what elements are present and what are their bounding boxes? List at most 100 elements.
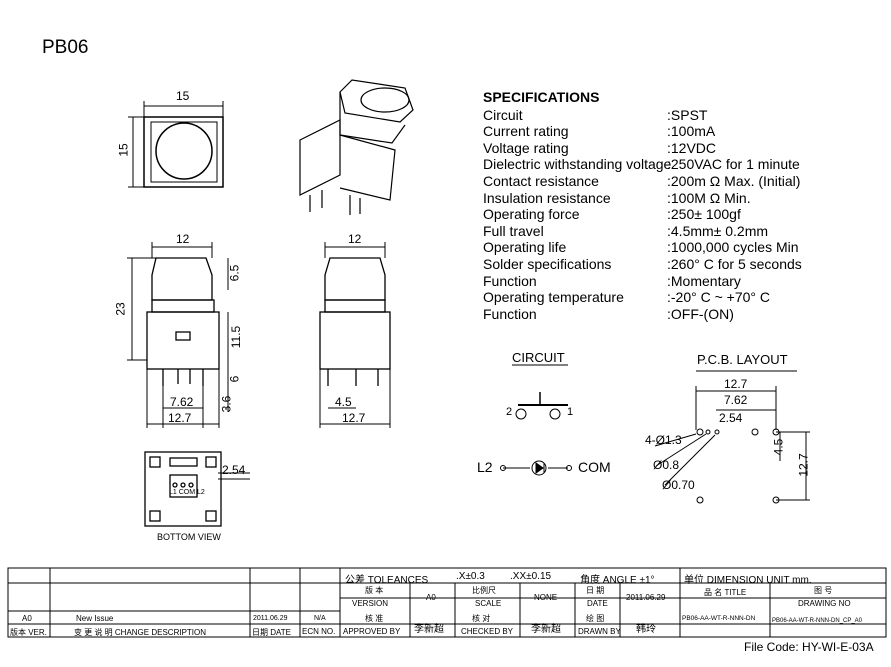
checked-cn: 核 对 (472, 614, 491, 623)
pcb-title: P.C.B. LAYOUT (697, 352, 788, 367)
rev-version: A0 (22, 614, 32, 623)
drawn-value: 韩玲 (636, 624, 656, 635)
dim-bottom-a: 2.54 (222, 463, 246, 477)
spec-key: Current rating (483, 123, 569, 140)
spec-value: :250VAC for 1 minute (667, 156, 800, 173)
dim-front-width: 12 (176, 232, 190, 246)
dim-front-c: 6 (227, 375, 242, 383)
date-value: 2011.06.29 (626, 593, 666, 602)
title-value: PB06-AA-WT-R-NNN-DN (682, 615, 756, 622)
circuit-com: COM (578, 459, 611, 475)
drawn-cn: 绘 图 (586, 614, 605, 623)
spec-key: Contact resistance (483, 172, 599, 189)
title-block (7, 567, 887, 638)
spec-key: Dielectric withstanding voltage (483, 156, 672, 173)
pcb-dim-12-7: 12.7 (724, 377, 748, 391)
date-label: DATE (587, 599, 608, 608)
spec-value: :100mA (667, 123, 716, 140)
drawing-no-cn: 图 号 (814, 586, 833, 595)
tolerance-2: .XX±0.15 (510, 571, 552, 582)
rev-description: New Issue (76, 614, 114, 623)
spec-value: :260° C for 5 seconds (667, 255, 802, 272)
spec-key: Solder specifications (483, 255, 612, 272)
spec-key: Voltage rating (483, 139, 569, 156)
pcb-dim-4-5: 4.5 (771, 438, 786, 456)
dim-side-a: 4.5 (335, 395, 352, 409)
top-view-body (143, 116, 224, 188)
tolerances-label: 公差 TOLEANCES (345, 575, 429, 586)
pcb-hole-1: 4-Ø1.3 (645, 433, 682, 447)
spec-key: Function (483, 272, 537, 289)
header-version: 版本 VER. (10, 628, 47, 637)
spec-value: :4.5mm± 0.2mm (667, 222, 769, 239)
side-view (319, 257, 391, 386)
pcb-dim-12-7-vert: 12.7 (796, 453, 811, 477)
spec-value: :SPST (667, 106, 708, 123)
drawing-no-value: PB06-AA-WT-R-NNN-DN_CP_A0 (772, 618, 863, 624)
front-view (146, 257, 220, 386)
circuit-pin2: 2 (506, 406, 513, 418)
spec-value: :200m Ω Max. (Initial) (667, 172, 801, 189)
circuit-l2: L2 (477, 459, 493, 475)
checked-value: 李新超 (531, 624, 561, 635)
scale-value: NONE (534, 593, 558, 602)
spec-value: :12VDC (667, 139, 717, 156)
dim-top-width: 15 (176, 89, 190, 103)
version-cn: 版 本 (365, 586, 384, 595)
pcb-hole-2: Ø0.8 (653, 458, 680, 472)
spec-value: :OFF-(ON) (667, 305, 734, 322)
version-label: VERSION (352, 599, 389, 608)
rev-date: 2011.06.29 (253, 615, 288, 622)
spec-value: :100M Ω Min. (667, 189, 751, 206)
spec-key: Operating force (483, 206, 580, 223)
rev-ecn: N/A (314, 615, 326, 622)
dim-front-a: 6.5 (227, 264, 242, 282)
bottom-view (144, 451, 222, 527)
file-code: File Code: HY-WI-E-03A (744, 640, 874, 654)
isometric-view (299, 79, 414, 215)
top-view-button (155, 122, 213, 180)
dim-front-b: 11.5 (229, 325, 244, 349)
approved-value: 李新超 (414, 624, 444, 635)
spec-key: Operating temperature (483, 289, 624, 306)
pcb-dim-7-62: 7.62 (724, 393, 748, 407)
angle-tolerance: 角度 ANGLE ±1° (580, 575, 655, 586)
circuit-title: CIRCUIT (512, 350, 565, 365)
checked-label: CHECKED BY (461, 627, 514, 636)
spec-value: :250± 100gf (667, 206, 741, 223)
spec-value: :-20° C ~ +70° C (667, 289, 771, 306)
version-value: A0 (426, 593, 436, 602)
spec-key: Insulation resistance (483, 189, 611, 206)
bottom-pin-labels: L1 COM L2 (169, 489, 205, 496)
top-view-inner (150, 121, 218, 183)
scale-cn: 比例尺 (472, 586, 496, 595)
dim-front-d: 3.6 (219, 395, 234, 413)
scale-label: SCALE (475, 599, 502, 608)
drawing-title: PB06 (42, 37, 89, 58)
spec-key: Function (483, 305, 537, 322)
dim-side-width: 12 (348, 232, 362, 246)
dim-front-pitch1: 7.62 (170, 395, 194, 409)
specifications-heading: SPECIFICATIONS (483, 89, 600, 105)
spec-key: Circuit (483, 106, 523, 123)
pcb-dim-2-54: 2.54 (719, 411, 743, 425)
spec-key: Full travel (483, 222, 544, 239)
approved-cn: 核 准 (365, 614, 384, 623)
title-cn: 品 名 TITLE (704, 588, 747, 597)
dim-front-pitch2: 12.7 (168, 411, 192, 425)
bottom-view-label: BOTTOM VIEW (157, 532, 221, 542)
dim-top-height: 15 (116, 143, 131, 157)
dimension-unit: 单位 DIMENSION UNIT mm. (684, 575, 812, 586)
tolerance-1: .X±0.3 (456, 571, 485, 582)
specifications: SPECIFICATIONS Circuit :SPST Current rati… (483, 89, 802, 322)
header-ecn: ECN NO. (302, 627, 336, 636)
pcb-hole-3: Ø0.70 (662, 478, 695, 492)
approved-label: APPROVED BY (343, 627, 401, 636)
spec-value: :Momentary (667, 272, 741, 289)
date-cn: 日 期 (586, 586, 605, 595)
dim-side-b: 12.7 (342, 411, 366, 425)
header-date: 日期 DATE (252, 628, 291, 637)
dim-front-height: 23 (113, 302, 128, 316)
circuit-pin1: 1 (567, 406, 574, 418)
